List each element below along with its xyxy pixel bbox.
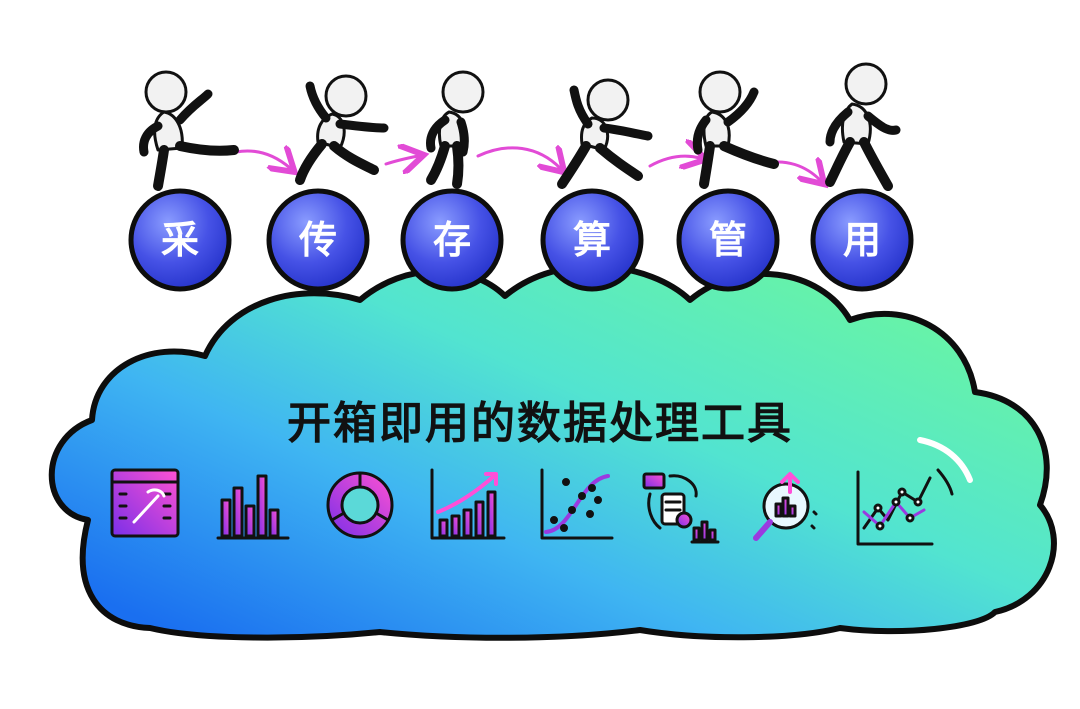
cloud-title: 开箱即用的数据处理工具	[287, 398, 793, 449]
bar-chart-icon	[216, 474, 290, 540]
line-network-icon	[856, 470, 934, 546]
step-ball-4: 算	[540, 188, 644, 292]
arrow-4	[648, 156, 700, 166]
figures	[139, 62, 901, 191]
step-label-1: 采	[161, 218, 199, 262]
cloud-highlight	[917, 437, 973, 483]
striding-figure-icon	[692, 70, 779, 189]
data-pipeline-icon	[642, 472, 720, 544]
cloud-shape	[48, 263, 1057, 641]
donut-chart-icon	[326, 471, 394, 539]
step-label-3: 存	[433, 218, 471, 262]
step-ball-3: 存	[400, 188, 504, 292]
leaping-figure-icon	[557, 78, 653, 189]
step-ball-5: 管	[676, 188, 780, 292]
step-ball-1: 采	[128, 188, 232, 292]
tool-icons	[110, 468, 934, 546]
walking-figure-icon	[825, 62, 901, 191]
cloud-panel: 开箱即用的数据处理工具	[48, 263, 1057, 641]
step-label-6: 用	[843, 218, 881, 262]
arrow-2	[384, 156, 418, 164]
step-label-4: 算	[573, 218, 611, 262]
standing-figure-icon	[426, 70, 485, 189]
step-label-2: 传	[298, 218, 337, 262]
step-label-5: 管	[709, 218, 747, 262]
magnify-analytics-icon	[753, 472, 818, 541]
scatter-curve-icon	[540, 468, 614, 540]
step-ball-2: 传	[266, 188, 370, 292]
growth-chart-icon	[430, 468, 506, 540]
data-grid-pickaxe-icon	[110, 468, 180, 538]
step-balls: 采 传 存 算 管 用	[128, 188, 914, 292]
arrow-3	[476, 148, 560, 168]
kicking-figure-icon	[139, 70, 239, 191]
arrow-1	[234, 151, 290, 168]
step-ball-6: 用	[810, 188, 914, 292]
running-figure-icon	[295, 74, 389, 185]
